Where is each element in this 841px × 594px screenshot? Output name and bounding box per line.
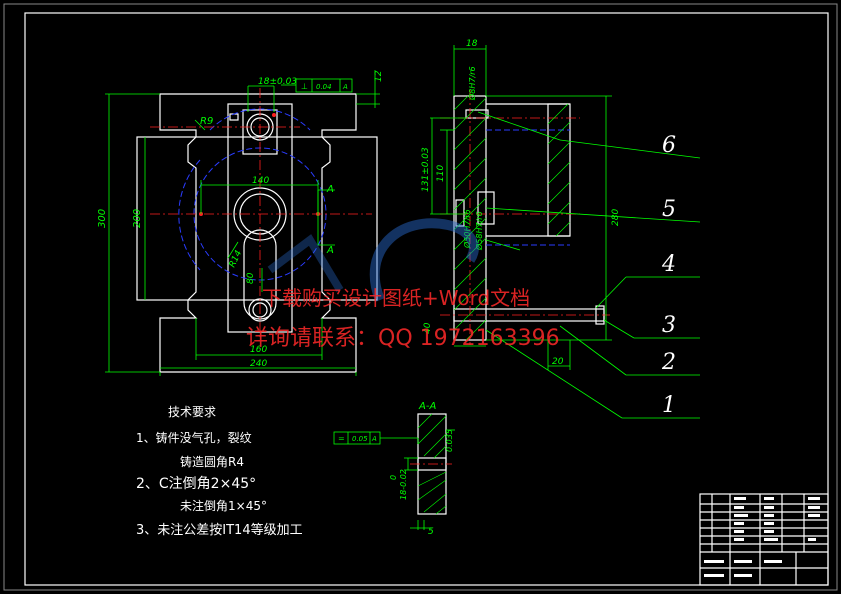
front-view [136, 88, 378, 373]
notes-title: 技术要求 [168, 405, 216, 419]
side-dim-110: 110 [436, 165, 446, 182]
side-dim-280: 280 [611, 209, 621, 226]
side-view [440, 90, 610, 345]
side-dim-20: 20 [552, 357, 564, 367]
callout-2: 2 [661, 350, 676, 375]
side-dim-131: 131±0.03 [421, 147, 431, 192]
outer-border [3, 3, 838, 591]
gt-flat: ⊥ [301, 82, 308, 91]
dim-80: 80 [246, 272, 256, 284]
front-dim-labels: 18±0.03 ⊥ 0.04 A 12 R9 140 300 200 R14 8… [97, 70, 384, 369]
dim-r14: R14 [228, 249, 245, 270]
callouts: 6 5 4 3 2 1 [661, 133, 676, 418]
dim-240: 240 [250, 359, 267, 369]
watermark: 下载购买设计图纸+Word文档 详询请联系：QQ 1972163396 [246, 218, 560, 351]
dim-200: 200 [132, 209, 143, 228]
technical-notes: 技术要求 1、铸件没气孔，裂纹 铸造圆角R4 2、C注倒角2×45° 未注倒角1… [136, 405, 303, 538]
notes-line3: 3、未注公差按IT14等级加工 [136, 522, 303, 538]
inner-border [24, 12, 829, 586]
title-block [699, 493, 829, 586]
section-aa-labels: A-A = 0.05 A 0.035 18-0.02 0 5 [338, 401, 454, 537]
callout-5: 5 [662, 197, 676, 222]
aa-gt-sym: = [338, 434, 345, 443]
watermark-line1: 下载购买设计图纸+Word文档 [262, 286, 530, 310]
notes-line2b: 未注倒角1×45° [180, 498, 267, 513]
side-dim-labels: 18 Ø8H7/r6 131±0.03 110 Ø50H7/r6 Ø58H7/r… [421, 39, 621, 367]
dim-140: 140 [252, 176, 269, 186]
section-a-top: A [326, 184, 334, 195]
aa-035: 0.035 [445, 429, 454, 452]
aa-gt-val: 0.05 [352, 435, 368, 443]
side-dim-h7c: Ø58H7/r6 [474, 211, 484, 251]
aa-0: 0 [389, 475, 398, 480]
dim-160: 160 [250, 345, 267, 355]
callout-4: 4 [661, 252, 676, 277]
notes-line2: 2、C注倒角2×45° [136, 476, 256, 492]
dim-top-tol: 18±0.03 [258, 77, 297, 87]
notes-line1b: 铸造圆角R4 [180, 454, 244, 469]
section-a-bottom: A [326, 245, 334, 256]
aa-gt-ref: A [371, 435, 377, 443]
dim-top-12: 12 [374, 70, 384, 82]
watermark-line2: 详询请联系：QQ 1972163396 [246, 326, 560, 351]
aa-18: 18-0.02 [399, 469, 408, 500]
front-dims [105, 70, 380, 376]
side-dim-18: 18 [466, 39, 478, 49]
callout-6: 6 [662, 133, 676, 158]
side-hatching [453, 95, 571, 341]
side-dim-40: 40 [423, 322, 433, 334]
section-aa [410, 413, 452, 515]
callout-1: 1 [662, 393, 676, 418]
section-aa-dims [333, 429, 455, 530]
side-dims [430, 45, 701, 419]
side-dim-h7b: Ø50H7/r6 [462, 209, 472, 249]
side-dim-h7: Ø8H7/r6 [467, 66, 477, 101]
gt-ref: A [342, 83, 348, 91]
notes-line1: 1、铸件没气孔，裂纹 [136, 430, 252, 445]
callout-3: 3 [662, 313, 676, 338]
gt-val: 0.04 [316, 83, 332, 91]
dim-300: 300 [97, 209, 108, 228]
aa-title: A-A [418, 401, 436, 412]
dim-r9: R9 [200, 116, 213, 127]
aa-5: 5 [428, 527, 434, 537]
